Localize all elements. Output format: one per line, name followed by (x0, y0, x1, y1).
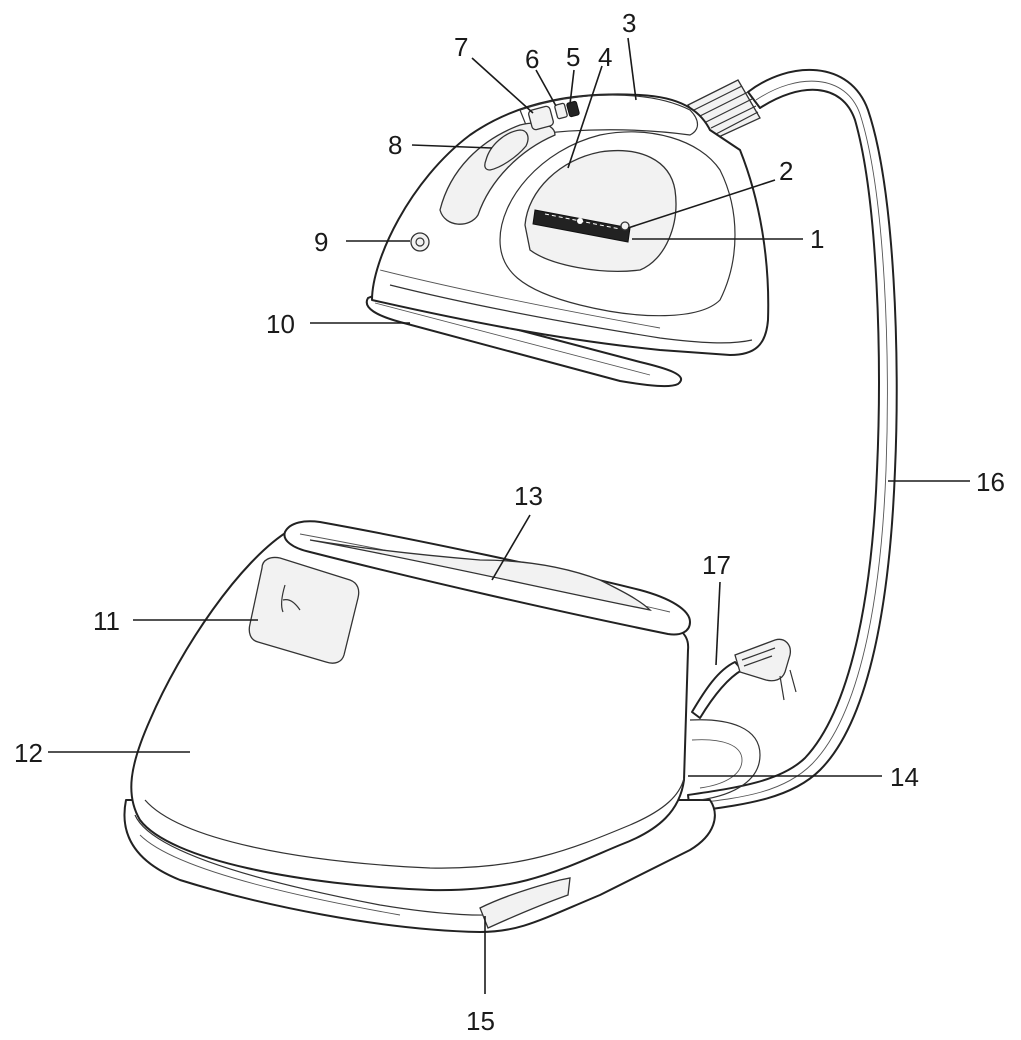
label-13: 13 (514, 481, 543, 511)
temperature-dial[interactable] (532, 209, 631, 243)
label-15: 15 (466, 1006, 495, 1036)
power-plug (734, 638, 797, 701)
label-10: 10 (266, 309, 295, 339)
label-4: 4 (598, 42, 612, 72)
indicator-light (620, 221, 630, 231)
water-tank-lid[interactable] (309, 539, 652, 612)
label-11: 11 (93, 606, 120, 636)
button-6[interactable] (554, 102, 568, 120)
label-3: 3 (622, 8, 636, 38)
button-5[interactable] (566, 100, 580, 118)
iron (365, 93, 770, 388)
power-cord (691, 638, 797, 719)
steam-button-7[interactable] (528, 105, 554, 131)
control-panel[interactable] (248, 556, 360, 664)
label-16: 16 (976, 467, 1005, 497)
label-12: 12 (14, 738, 43, 768)
steam-trigger[interactable] (484, 129, 529, 171)
label-8: 8 (388, 130, 402, 160)
label-1: 1 (810, 224, 824, 254)
label-2: 2 (779, 156, 793, 186)
front-handle-slot[interactable] (479, 877, 571, 929)
leader-lines (48, 37, 970, 994)
label-14: 14 (890, 762, 919, 792)
part-labels: 1 2 3 4 5 6 7 8 9 10 11 12 13 14 15 16 1… (14, 8, 1005, 1036)
label-6: 6 (525, 44, 539, 74)
label-5: 5 (566, 42, 580, 72)
label-7: 7 (454, 32, 468, 62)
base-station (123, 520, 761, 933)
label-9: 9 (314, 227, 328, 257)
label-17: 17 (702, 550, 731, 580)
spray-button[interactable] (410, 232, 430, 252)
